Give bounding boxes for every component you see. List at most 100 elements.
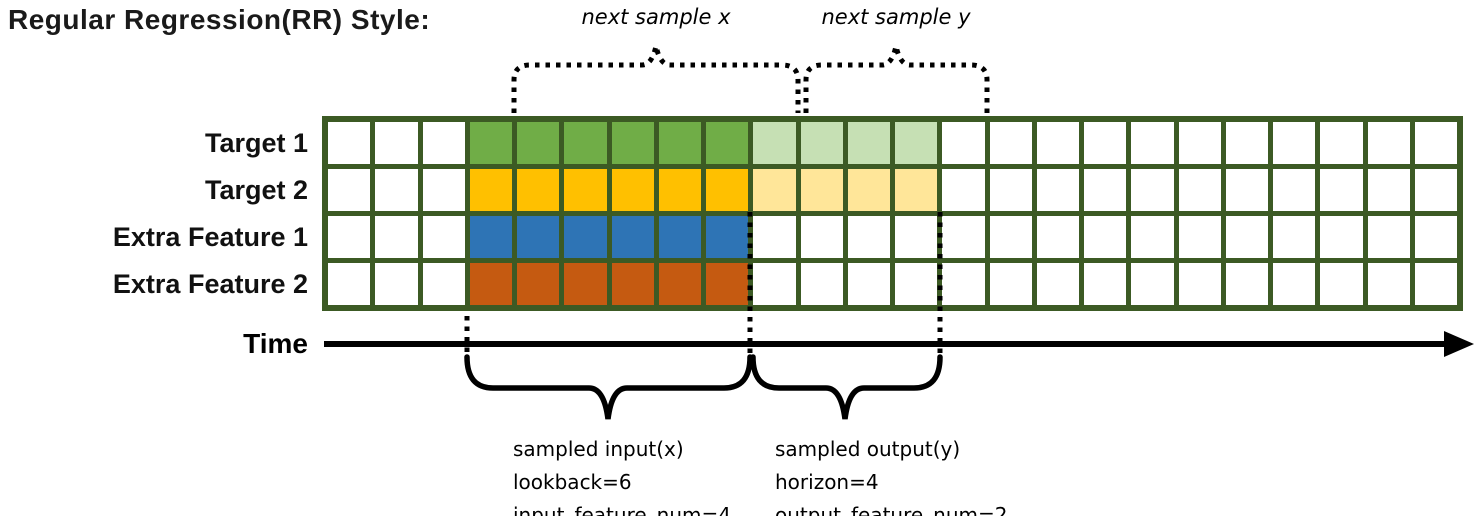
grid-cell [942,169,985,211]
row-label-extra-feature-1: Extra Feature 1 [112,221,308,252]
grid-cell [1320,122,1363,164]
grid-cell [989,263,1032,305]
grid-cell [658,169,701,211]
grid-cell [847,122,890,164]
sampled-input-title: sampled input(x) [513,437,684,461]
grid-cell [1131,169,1174,211]
grid-cell [1414,169,1457,211]
grid-cell [1320,169,1363,211]
grid-cell [611,122,654,164]
grid-cell [942,122,985,164]
grid-cell [328,263,371,305]
grid-cell [517,169,560,211]
grid-cell [1273,216,1316,258]
grid-cell [1225,122,1268,164]
grid-cell [942,263,985,305]
grid-cell [564,263,607,305]
grid-cell [1084,169,1127,211]
grid-cell [1178,216,1221,258]
grid-cell [895,169,938,211]
grid-cell [1084,122,1127,164]
sampled-input-brace [464,354,753,420]
grid-cell [469,122,512,164]
grid-cell [989,169,1032,211]
grid-cell [1036,216,1079,258]
grid-cell [564,216,607,258]
grid-cell [469,263,512,305]
grid-cell [989,122,1032,164]
grid-cell [375,263,418,305]
next-sample-y-label: next sample y [821,5,971,29]
grid-cell [658,122,701,164]
row-label-extra-feature-2: Extra Feature 2 [112,268,308,299]
grid-cell [1131,263,1174,305]
grid-cell [328,169,371,211]
grid-cell [753,216,796,258]
grid-cell [1367,122,1410,164]
grid-cell [517,122,560,164]
grid-cell [706,216,749,258]
grid-cell [753,169,796,211]
grid-cell [564,169,607,211]
horizon-param: horizon=4 [775,470,879,494]
page-title: Regular Regression(RR) Style: [8,4,431,35]
grid-cell [753,122,796,164]
grid-cell [895,263,938,305]
grid-cell [517,216,560,258]
grid-cell [1084,216,1127,258]
sampled-output-title: sampled output(y) [775,437,961,461]
grid-cell [611,263,654,305]
grid-cell [1131,216,1174,258]
grid-cell [895,122,938,164]
next-sample-x-label: next sample x [581,5,731,29]
sampled-input-note: sampled input(x) lookback=6 input_featur… [513,433,731,516]
grid-cell [658,216,701,258]
grid-cell [1320,216,1363,258]
grid-cell [517,263,560,305]
output-feature-num-param: output_feature_num=2 [775,503,1008,516]
grid-cell [1178,263,1221,305]
grid-cell [942,216,985,258]
grid-cell [1414,216,1457,258]
input-feature-num-param: input_feature_num=4 [513,503,731,516]
sampled-output-brace [750,354,943,420]
grid-cell [895,216,938,258]
grid-cell [1178,169,1221,211]
grid-cell [469,169,512,211]
grid-cell [1367,263,1410,305]
grid-cell [800,169,843,211]
grid-cell [706,169,749,211]
grid-cell [753,263,796,305]
grid-cell [1273,169,1316,211]
next-sample-y-brace [803,45,990,113]
grid-cell [800,263,843,305]
grid-cell [706,263,749,305]
grid-cell [1178,122,1221,164]
lookback-param: lookback=6 [513,470,632,494]
grid-cell [1320,263,1363,305]
grid-cell [989,216,1032,258]
grid-cell [1084,263,1127,305]
next-sample-x-brace [511,45,801,113]
grid-cell [1273,263,1316,305]
grid-cell [328,216,371,258]
grid-cell [1036,263,1079,305]
grid-cell [847,169,890,211]
time-axis-label: Time [243,328,308,359]
grid-cell [1367,169,1410,211]
time-axis-arrowhead-icon [1444,331,1474,357]
grid-cell [611,169,654,211]
grid-cell [375,216,418,258]
grid-cell [847,216,890,258]
grid-cell [1225,169,1268,211]
grid-cell [422,122,465,164]
sample-grid [322,116,1463,311]
grid-cell [1273,122,1316,164]
grid-cell [1131,122,1174,164]
grid-cell [375,122,418,164]
grid-cell [422,169,465,211]
grid-cell [1225,216,1268,258]
grid-cell [1036,169,1079,211]
sampled-output-note: sampled output(y) horizon=4 output_featu… [775,433,1008,516]
